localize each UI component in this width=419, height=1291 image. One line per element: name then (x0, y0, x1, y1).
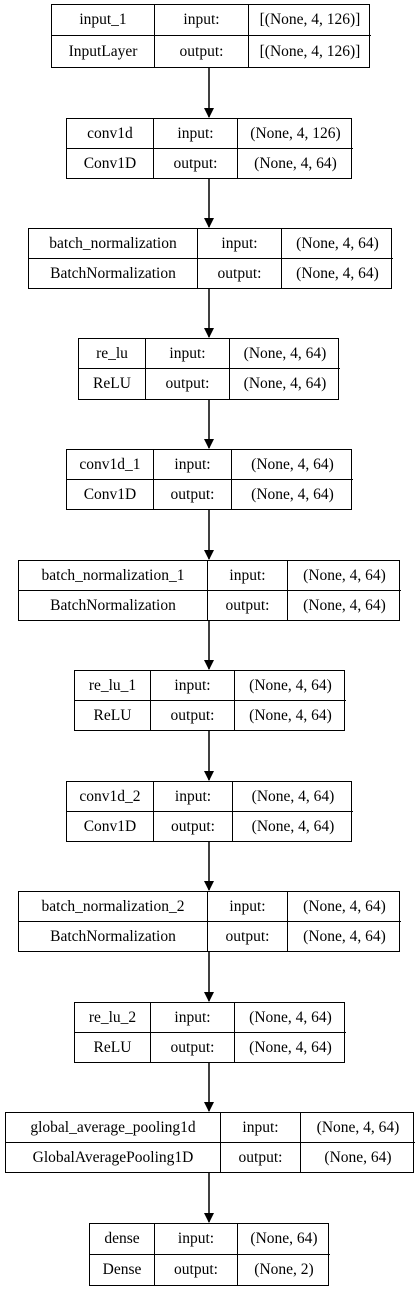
layer-name: re_lu_2 (75, 1003, 151, 1033)
input-shape: (None, 4, 64) (235, 671, 346, 701)
layer-name: re_lu (79, 339, 146, 369)
output-label: output: (198, 258, 282, 288)
input-shape: (None, 4, 64) (288, 892, 401, 922)
output-label: output: (154, 811, 233, 841)
input-shape: (None, 4, 64) (301, 1113, 415, 1143)
input-shape: (None, 4, 64) (230, 339, 340, 369)
input-shape: [(None, 4, 126)] (249, 5, 371, 36)
layer-name: batch_normalization_2 (19, 892, 208, 922)
output-shape: (None, 4, 64) (251, 485, 334, 503)
layer-name: conv1d_1 (67, 450, 154, 480)
layer-type: InputLayer (52, 36, 155, 67)
output-shape: (None, 64) (324, 1148, 392, 1166)
layer-type: BatchNormalization (19, 590, 208, 620)
input-shape: (None, 4, 64) (282, 229, 393, 259)
input-shape: (None, 4, 64) (288, 561, 401, 591)
output-label: output: (155, 36, 249, 67)
layer-name: conv1d (67, 119, 154, 149)
output-shape: (None, 4, 64) (303, 927, 386, 945)
input-label: input: (146, 339, 230, 369)
input-label: input: (154, 782, 233, 812)
layer-name: batch_normalization_1 (19, 561, 208, 591)
output-label: output: (208, 590, 288, 620)
input-label: input: (155, 1224, 238, 1255)
layer-type: ReLU (75, 700, 151, 730)
output-label: output: (208, 921, 288, 951)
layer-type: BatchNormalization (29, 258, 198, 288)
layer-type: BatchNormalization (19, 921, 208, 951)
layer-name: batch_normalization (29, 229, 198, 259)
input-label: input: (208, 561, 288, 591)
layer-type: ReLU (75, 1032, 151, 1062)
layer-name: input_1 (52, 5, 155, 36)
input-label: input: (151, 1003, 235, 1033)
output-label: output: (151, 1032, 235, 1062)
layer-type: ReLU (79, 369, 146, 399)
output-label: output: (155, 1254, 238, 1285)
input-label: input: (208, 892, 288, 922)
output-shape: (None, 4, 64) (249, 1038, 332, 1056)
output-shape: [(None, 4, 126)] (259, 42, 361, 60)
input-label: input: (221, 1113, 301, 1143)
input-shape: (None, 4, 126) (238, 119, 353, 149)
layer-type: Conv1D (67, 148, 154, 178)
input-label: input: (154, 119, 238, 149)
output-shape: (None, 4, 64) (243, 375, 327, 393)
output-label: output: (151, 700, 235, 730)
input-shape: (None, 4, 64) (235, 1003, 346, 1033)
layer-name: re_lu_1 (75, 671, 151, 701)
input-label: input: (151, 671, 235, 701)
output-label: output: (146, 369, 230, 399)
input-label: input: (154, 450, 232, 480)
output-label: output: (154, 148, 238, 178)
layer-type: Conv1D (67, 479, 154, 509)
layer-type: GlobalAveragePooling1D (6, 1142, 221, 1172)
layer-type: Conv1D (67, 811, 154, 841)
input-shape: (None, 4, 64) (233, 782, 353, 812)
layer-name: global_average_pooling1d (6, 1113, 221, 1143)
output-shape: (None, 4, 64) (303, 596, 386, 614)
input-shape: (None, 64) (238, 1224, 330, 1255)
input-label: input: (155, 5, 249, 36)
layer-type: Dense (90, 1254, 155, 1285)
input-label: input: (198, 229, 282, 259)
output-shape: (None, 4, 64) (251, 817, 335, 835)
input-shape: (None, 4, 64) (232, 450, 353, 480)
output-shape: (None, 2) (254, 1261, 314, 1278)
output-shape: (None, 4, 64) (249, 706, 332, 724)
layer-name: conv1d_2 (67, 782, 154, 812)
output-shape: (None, 4, 64) (254, 154, 337, 172)
output-label: output: (154, 479, 232, 509)
output-label: output: (221, 1142, 301, 1172)
layer-name: dense (90, 1224, 155, 1255)
output-shape: (None, 4, 64) (296, 264, 379, 282)
